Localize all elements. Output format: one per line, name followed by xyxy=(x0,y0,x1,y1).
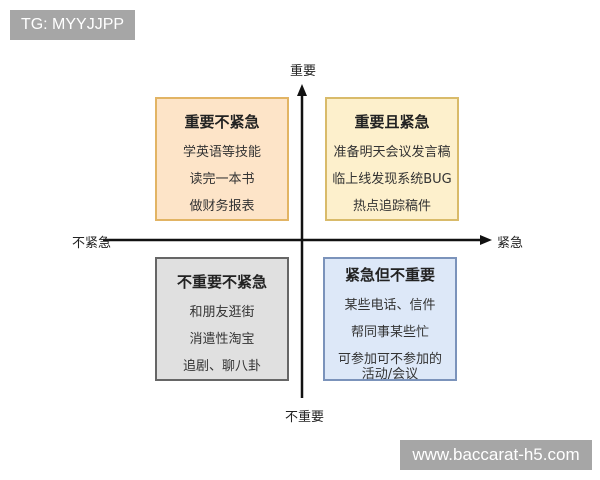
watermark-top-left: TG: MYYJJPP xyxy=(10,10,135,40)
list-item: 热点追踪稿件 xyxy=(352,199,431,214)
list-item: 消遣性淘宝 xyxy=(189,332,255,347)
axis-label-important: 重要 xyxy=(290,64,317,79)
list-item: 做财务报表 xyxy=(189,199,255,214)
list-item: 读完一本书 xyxy=(189,172,255,187)
axis-label-urgent: 紧急 xyxy=(497,236,524,251)
list-item: 帮同事某些忙 xyxy=(350,325,429,340)
watermark-bottom-right: www.baccarat-h5.com xyxy=(400,440,592,470)
list-item: 追剧、聊八卦 xyxy=(182,359,261,374)
arrow-right-icon xyxy=(480,235,492,245)
quadrant-urgent-not-important: 紧急但不重要 某些电话、信件 帮同事某些忙 可参加可不参加的 活动/会议 xyxy=(323,257,457,382)
arrow-up-icon xyxy=(297,84,307,96)
quadrant-title: 不重要不紧急 xyxy=(176,273,267,291)
quadrant-title: 重要且紧急 xyxy=(354,113,430,131)
list-item: 临上线发现系统BUG xyxy=(332,172,452,187)
axis-label-not-urgent: 不紧急 xyxy=(72,236,112,251)
quadrant-title: 紧急但不重要 xyxy=(344,266,435,284)
list-item: 学英语等技能 xyxy=(182,145,261,160)
quadrant-important-urgent: 重要且紧急 准备明天会议发言稿 临上线发现系统BUG 热点追踪稿件 xyxy=(325,97,459,221)
list-item: 可参加可不参加的 活动/会议 xyxy=(337,352,442,382)
quadrant-important-not-urgent: 重要不紧急 学英语等技能 读完一本书 做财务报表 xyxy=(155,97,289,221)
list-item: 准备明天会议发言稿 xyxy=(333,145,451,160)
axis-label-not-important: 不重要 xyxy=(285,410,325,425)
list-item: 和朋友逛街 xyxy=(189,305,255,320)
quadrant-title: 重要不紧急 xyxy=(184,113,260,131)
quadrant-not-important-not-urgent: 不重要不紧急 和朋友逛街 消遣性淘宝 追剧、聊八卦 xyxy=(155,257,289,381)
list-item: 某些电话、信件 xyxy=(344,298,436,313)
